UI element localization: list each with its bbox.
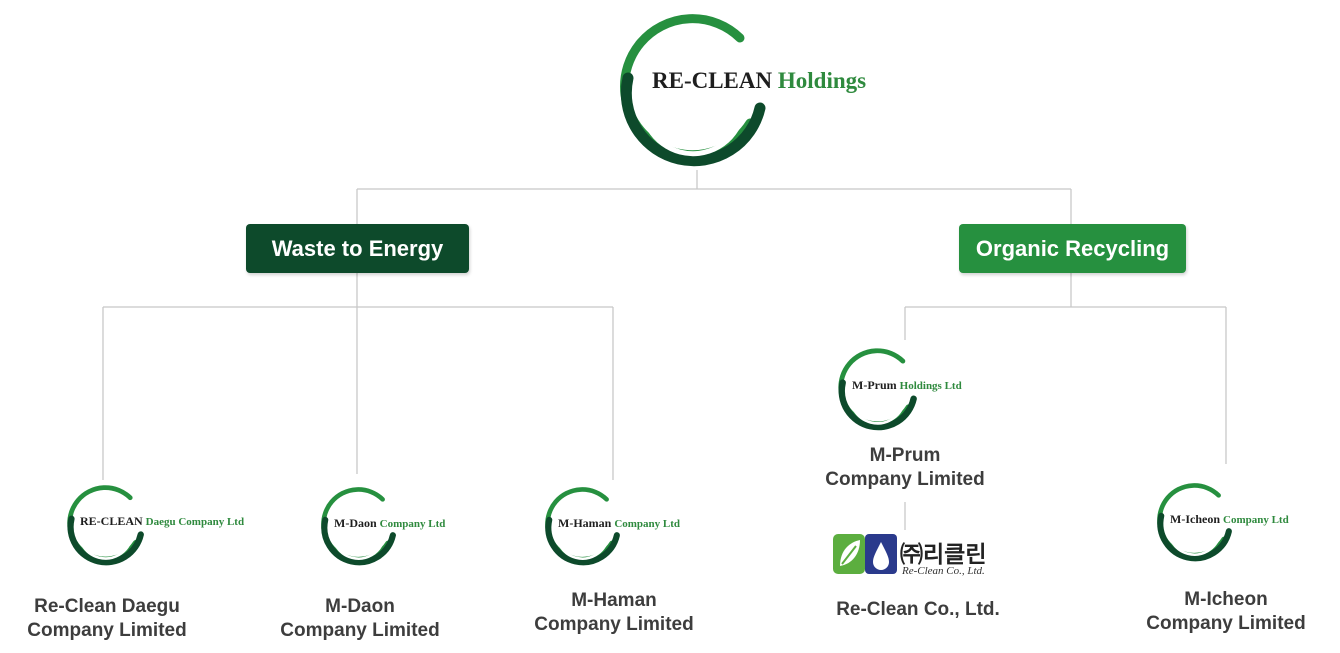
root-logo-accent-text: Holdings [777, 68, 867, 93]
swoosh-ring-icon [838, 348, 917, 431]
daon-logo-accent: Company Ltd [379, 518, 446, 530]
swoosh-ring-icon [1157, 483, 1232, 562]
company-name-line1: M-Icheon [1184, 589, 1268, 610]
company-name-line2: Company Limited [534, 614, 694, 635]
m-haman-logo: M-Haman Company Ltd [540, 484, 700, 566]
company-m-daon: M-Daon Company Limited [260, 595, 460, 643]
swoosh-ring-icon [545, 487, 620, 566]
m-prum-holdings-logo: M-Prum Holdings Ltd [833, 345, 1003, 431]
swoosh-ring-icon [67, 485, 144, 566]
haman-logo-accent: Company Ltd [614, 518, 681, 530]
company-name-line1: M-Haman [571, 590, 657, 611]
re-clean-co-logo-sub: Re-Clean Co., Ltd. [902, 565, 985, 577]
swoosh-ring-icon [321, 487, 396, 566]
daegu-logo-main: RE-CLEAN [80, 514, 143, 528]
category-waste-to-energy: Waste to Energy [246, 224, 469, 273]
re-clean-co-logo-korean: ㈜리클린 [900, 542, 987, 568]
daon-logo-main: M-Daon [334, 516, 377, 530]
swoosh-ring-icon [620, 14, 766, 167]
company-name-line1: Re-Clean Co., Ltd. [836, 599, 1000, 620]
category-organic-recycling: Organic Recycling [959, 224, 1186, 273]
prum-logo-accent: Holdings Ltd [899, 380, 962, 392]
company-name-line2: Company Limited [280, 620, 440, 641]
company-m-prum: M-Prum Company Limited [805, 444, 1005, 492]
icheon-logo-accent: Company Ltd [1223, 514, 1289, 526]
company-m-haman: M-Haman Company Limited [514, 589, 714, 637]
re-clean-holdings-logo: RE-CLEAN Holdings [610, 8, 890, 168]
re-clean-daegu-logo: RE-CLEAN Daegu Company Ltd [62, 482, 272, 566]
haman-logo-main: M-Haman [558, 516, 612, 530]
company-m-icheon: M-Icheon Company Limited [1126, 588, 1326, 636]
water-drop-icon [865, 534, 897, 574]
company-name-line1: M-Daon [325, 596, 395, 617]
prum-logo-main: M-Prum [852, 378, 897, 392]
leaf-icon [833, 534, 865, 574]
icheon-logo-main: M-Icheon [1170, 512, 1220, 526]
company-name-line2: Company Limited [1146, 613, 1306, 634]
company-re-clean-co: Re-Clean Co., Ltd. [818, 598, 1018, 622]
company-name-line2: Company Limited [825, 469, 985, 490]
company-name-line1: Re-Clean Daegu [34, 596, 180, 617]
daegu-logo-accent: Daegu Company Ltd [145, 516, 245, 528]
m-daon-logo: M-Daon Company Ltd [316, 484, 476, 566]
re-clean-co-logo: ㈜리클린 Re-Clean Co., Ltd. [832, 532, 1002, 580]
company-re-clean-daegu: Re-Clean Daegu Company Limited [7, 595, 207, 643]
company-name-line1: M-Prum [869, 445, 941, 466]
root-logo-main-text: RE-CLEAN [652, 68, 773, 93]
company-name-line2: Company Limited [27, 620, 187, 641]
m-icheon-logo: M-Icheon Company Ltd [1152, 480, 1312, 562]
